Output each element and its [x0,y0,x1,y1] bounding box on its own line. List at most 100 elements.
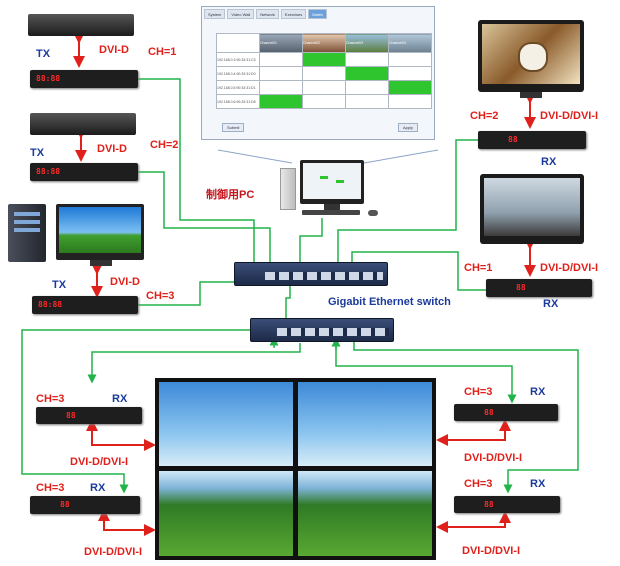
matrix-cell[interactable] [388,66,432,81]
wall-tl-dvidi-label: DVI-D/DVI-I [70,456,129,468]
cable-rx-bl [21,329,274,494]
switch-label: Gigabit Ethernet switch [328,296,451,308]
rx-decoder-ch2: 88 [478,131,586,149]
matrix-corner-cell [216,33,260,53]
wall-bl-rx-label: RX [90,482,106,494]
matrix-cell[interactable] [259,52,303,67]
matrix-cell-active[interactable] [345,66,389,81]
rx-ch1-rx-label: RX [543,298,559,310]
video-wall [155,378,436,560]
wall-tl-ch-label: CH=3 [36,393,65,405]
rx-decoder-wall-tr: 88 [454,404,558,421]
wall-bl-dvidi-label: DVI-D/DVI-I [84,546,143,558]
matrix-cell[interactable] [388,52,432,67]
vw-arrow-tr [436,420,506,446]
cable-rx-ch1 [351,251,488,291]
source-player-1 [28,14,134,36]
control-pc [280,158,386,218]
matrix-control-screen: System Video Wall Network Exercises Matr… [201,6,435,140]
cable-rx-tl [87,343,301,384]
matrix-cell-active[interactable] [388,80,432,95]
matrix-col-header: Channel04 [388,33,432,53]
matrix-col-header: Channel02 [302,33,346,53]
matrix-cell[interactable] [302,80,346,95]
cable-pc [299,218,323,262]
rx-ch1-label: CH=1 [464,262,493,274]
wall-bl-ch-label: CH=3 [36,482,65,494]
matrix-cell[interactable] [388,94,432,109]
ui-tab-exercises[interactable]: Exercises [280,9,307,19]
rx-ch2-rx-label: RX [541,156,557,168]
tx1-label: TX [36,48,51,60]
cable-switch-link [285,284,291,318]
ethernet-switch-1 [234,262,388,286]
rx-ch2-label: CH=2 [470,110,499,122]
ch1-label: CH=1 [148,46,177,58]
matrix-cell-active[interactable] [259,94,303,109]
matrix-row-header: 192.168.0.3:90:33:31:C5 [216,52,260,67]
projection-line-right [363,149,439,164]
clock-icon [518,42,548,72]
video-wall-panel-br [298,471,432,556]
wall-tr-rx-label: RX [530,386,546,398]
vw-arrow-br [436,512,506,533]
cable-rx-br [353,338,579,494]
ui-tab-video-wall[interactable]: Video Wall [227,9,255,19]
video-wall-panel-bl [159,471,293,556]
wall-tr-ch-label: CH=3 [464,386,493,398]
tx-encoder-3: 88:88 [32,296,138,314]
wall-tr-dvidi-label: DVI-D/DVI-I [464,452,523,464]
display-meeting-tv [480,174,584,244]
matrix-cell[interactable] [302,66,346,81]
matrix-row-header: 192.168.0.6:90:33:31:D8 [216,94,260,109]
ui-apply-button[interactable]: Apply [398,123,419,132]
rx-ch1-dvidi-label: DVI-D/DVI-I [540,262,599,274]
matrix-cell[interactable] [259,80,303,95]
rx-decoder-ch1: 88 [486,279,592,297]
tx3-label: TX [52,279,67,291]
ui-tab-system[interactable]: System [204,9,226,19]
wall-tl-rx-label: RX [112,393,128,405]
display-clock-tv [478,20,584,92]
ch3-label-tx: CH=3 [146,290,175,302]
wall-br-dvidi-label: DVI-D/DVI-I [462,545,521,557]
source-player-2 [30,113,136,135]
pc-mouse-icon [368,210,378,216]
matrix-cell[interactable] [345,80,389,95]
wall-br-ch-label: CH=3 [464,478,493,490]
cable-rx-tr [335,336,517,404]
tx2-dvid-label: DVI-D [97,143,127,155]
matrix-grid: Channel01 Channel02 Channel03 Channel04 … [216,33,432,109]
matrix-row-header: 192.168.0.4:90:33:31:D0 [216,66,260,81]
pc-tower-icon [280,168,296,210]
matrix-row-header: 192.168.0.5:90:33:31:D1 [216,80,260,95]
ui-submit-button[interactable]: Submit [222,123,245,132]
cable-tx3 [138,281,234,306]
display-clock-tv-stand [520,92,542,98]
pc-monitor-icon [300,160,364,204]
source-monitor-icon [56,204,144,260]
ethernet-switch-2 [250,318,394,342]
matrix-cell[interactable] [302,94,346,109]
tx3-dvid-label: DVI-D [110,276,140,288]
rx-decoder-wall-br: 88 [454,496,560,513]
matrix-cell-active[interactable] [302,52,346,67]
cable-tx1 [138,78,255,262]
video-wall-panel-tr [298,382,432,466]
pc-keyboard-icon [302,210,360,215]
wall-br-rx-label: RX [530,478,546,490]
matrix-cell[interactable] [259,66,303,81]
matrix-cell[interactable] [345,52,389,67]
rx-decoder-wall-tl: 88 [36,407,142,424]
ui-tab-network[interactable]: Network [256,9,279,19]
tx-encoder-2: 88:88 [30,163,138,181]
matrix-col-header: Channel01 [259,33,303,53]
video-wall-panel-tl [159,382,293,466]
matrix-cell[interactable] [345,94,389,109]
pc-stand [324,204,340,210]
ui-tab-matrix[interactable]: Matrix [308,9,328,19]
ch2-label: CH=2 [150,139,179,151]
source-monitor-stand [90,260,112,266]
projection-line-left [217,149,293,164]
